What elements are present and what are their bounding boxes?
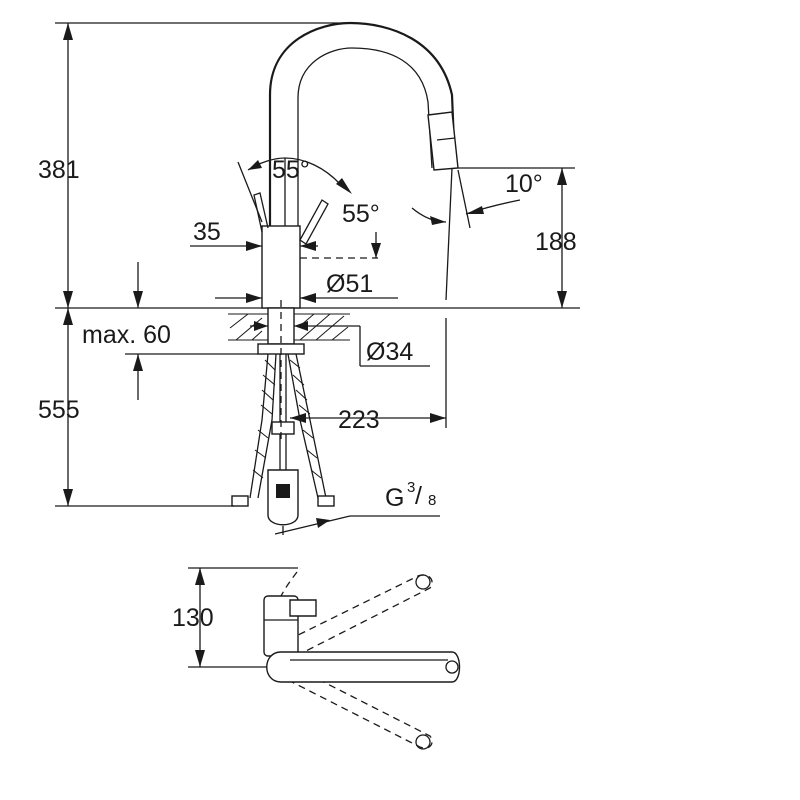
dim-555-label: 555 xyxy=(38,396,80,424)
dim-max-60-label: max. 60 xyxy=(82,321,171,349)
ghost-outlet-upper xyxy=(415,574,431,590)
dim-hole-diameter-label: Ø34 xyxy=(366,338,413,366)
swivel-ghost-upper xyxy=(287,574,433,655)
dim-130: 130 xyxy=(172,567,298,668)
dim-188-label: 188 xyxy=(535,228,577,256)
dim-swivel-angles: 55° 55° xyxy=(237,156,381,259)
dim-381: 381 xyxy=(38,22,350,308)
lever xyxy=(299,199,329,245)
dim-max-60: max. 60 xyxy=(82,262,258,400)
dim-thread: G 3 / 8 xyxy=(274,479,440,535)
supply-hoses xyxy=(231,353,335,507)
spray-head-seam xyxy=(436,137,456,141)
thread-fraction-slash: / xyxy=(415,482,422,510)
dim-thread-label: G xyxy=(385,484,404,512)
dim-35-label: 35 xyxy=(193,218,221,246)
dim-188: 188 xyxy=(535,168,577,308)
side-view: 381 555 55° 55° xyxy=(38,21,580,535)
dim-angle-left-label: 55° xyxy=(272,156,310,184)
dim-223-label: 223 xyxy=(338,406,380,434)
top-lever xyxy=(289,599,317,617)
top-spout xyxy=(266,651,461,683)
spout xyxy=(268,21,457,226)
top-spout-outlet xyxy=(445,660,459,674)
dim-spray-angle-label: 10° xyxy=(505,170,543,198)
pullout-hose xyxy=(267,354,299,535)
dim-223: 223 xyxy=(290,318,447,434)
spray-head xyxy=(427,111,459,171)
dim-555: 555 xyxy=(38,308,234,507)
dim-130-label: 130 xyxy=(172,604,214,632)
dim-381-label: 381 xyxy=(38,156,80,184)
ghost-outlet-lower xyxy=(415,734,431,750)
dim-thread-denominator: 8 xyxy=(428,492,436,509)
dim-angle-right-label: 55° xyxy=(342,200,380,228)
lever-ghost xyxy=(279,567,301,599)
dim-body-diameter: Ø51 xyxy=(215,270,398,303)
dim-spray-angle: 10° xyxy=(411,167,575,301)
spout-inner xyxy=(297,47,433,226)
top-view: 130 xyxy=(172,567,461,750)
dim-hole-diameter: Ø34 xyxy=(250,321,430,367)
dim-thread-numerator: 3 xyxy=(407,479,415,496)
dim-body-diameter-label: Ø51 xyxy=(326,270,373,298)
dim-35: 35 xyxy=(190,218,318,251)
faucet-body xyxy=(261,225,301,309)
